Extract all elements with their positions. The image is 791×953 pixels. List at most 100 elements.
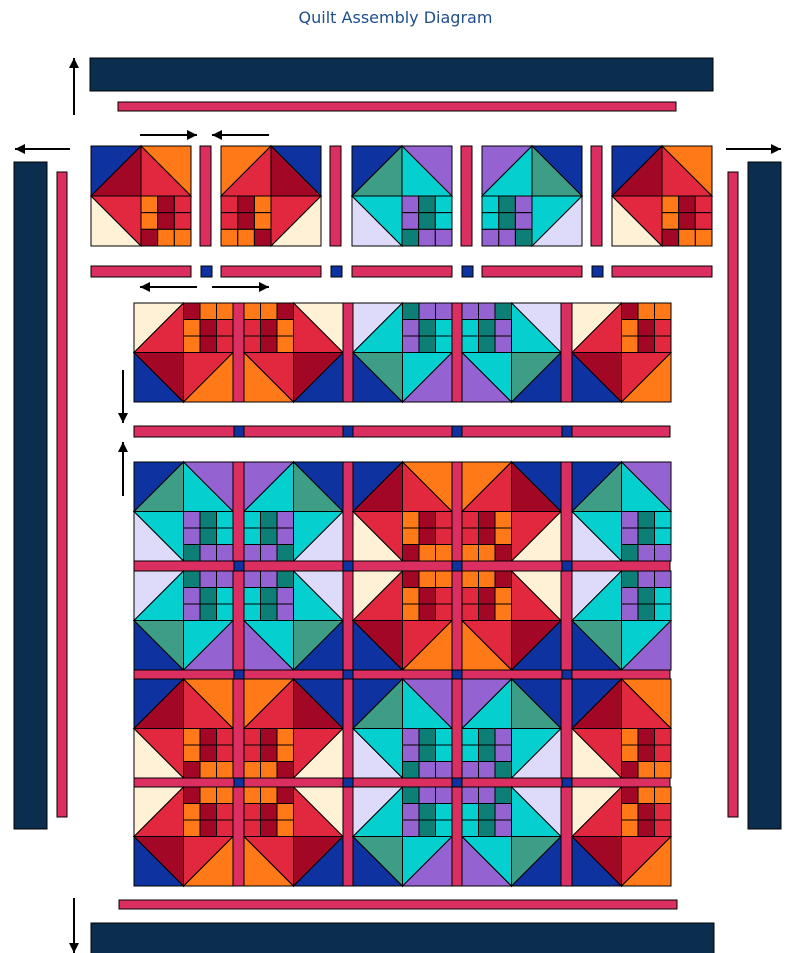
nine-patch-cell bbox=[403, 512, 420, 529]
nine-patch-cell bbox=[184, 545, 201, 562]
nine-patch-cell bbox=[200, 571, 217, 588]
nine-patch-cell bbox=[655, 762, 672, 779]
nine-patch-cell bbox=[462, 571, 479, 588]
nine-patch-cell bbox=[261, 745, 278, 762]
nine-patch-cell bbox=[184, 320, 201, 337]
nine-patch-cell bbox=[403, 588, 420, 605]
nine-patch-cell bbox=[261, 604, 278, 621]
sashing-strip bbox=[343, 679, 353, 778]
nine-patch-cell bbox=[184, 588, 201, 605]
cornerstone bbox=[234, 561, 244, 571]
block-main-r2-c3 bbox=[353, 571, 452, 670]
arrow-head bbox=[15, 144, 25, 154]
arrow-head bbox=[187, 130, 197, 140]
nine-patch-cell bbox=[638, 729, 655, 746]
nine-patch-cell bbox=[495, 588, 512, 605]
nine-patch-cell bbox=[200, 762, 217, 779]
nine-patch-cell bbox=[261, 588, 278, 605]
nine-patch-cell bbox=[419, 804, 436, 821]
nine-patch-cell bbox=[638, 604, 655, 621]
arrow-down-bottom-border bbox=[69, 898, 79, 953]
nine-patch-cell bbox=[403, 745, 420, 762]
nine-patch-cell bbox=[622, 512, 639, 529]
nine-patch-cell bbox=[462, 804, 479, 821]
nine-patch-cell bbox=[261, 303, 278, 320]
sashing-strip bbox=[343, 787, 353, 886]
block-top-row-4 bbox=[482, 146, 582, 246]
nine-patch-cell bbox=[277, 745, 294, 762]
cornerstone bbox=[201, 266, 212, 277]
nine-patch-cell bbox=[184, 604, 201, 621]
nine-patch-cell bbox=[515, 196, 532, 213]
nine-patch-cell bbox=[495, 528, 512, 545]
nine-patch-cell bbox=[403, 820, 420, 837]
nine-patch-cell bbox=[679, 213, 696, 230]
nine-patch-cell bbox=[419, 588, 436, 605]
nine-patch-cell bbox=[495, 336, 512, 353]
nine-patch-cell bbox=[403, 336, 420, 353]
nine-patch-cell bbox=[462, 512, 479, 529]
nine-patch-cell bbox=[655, 787, 672, 804]
nine-patch-cell bbox=[436, 588, 453, 605]
nine-patch-cell bbox=[495, 820, 512, 837]
block-main-r4-c5 bbox=[572, 787, 671, 886]
sashing-strip bbox=[233, 462, 244, 561]
nine-patch-cell bbox=[479, 528, 496, 545]
block-second-row-2 bbox=[244, 303, 343, 402]
nine-patch-cell bbox=[277, 820, 294, 837]
block-main-r4-c2 bbox=[244, 787, 343, 886]
nine-patch-cell bbox=[419, 336, 436, 353]
nine-patch-cell bbox=[495, 729, 512, 746]
nine-patch-cell bbox=[436, 320, 453, 337]
right-outer-border bbox=[748, 162, 781, 829]
cornerstone bbox=[452, 670, 462, 679]
nine-patch-cell bbox=[479, 320, 496, 337]
block-main-r1-c4 bbox=[462, 462, 561, 561]
sashing-row bbox=[134, 670, 670, 679]
nine-patch-cell bbox=[217, 336, 234, 353]
nine-patch-cell bbox=[244, 804, 261, 821]
nine-patch-cell bbox=[499, 213, 516, 230]
nine-patch-cell bbox=[638, 745, 655, 762]
cornerstone bbox=[343, 561, 353, 571]
nine-patch-cell bbox=[174, 213, 191, 230]
nine-patch-cell bbox=[141, 213, 158, 230]
cornerstone bbox=[343, 778, 353, 787]
nine-patch-cell bbox=[403, 762, 420, 779]
nine-patch-cell bbox=[244, 303, 261, 320]
arrow-head bbox=[771, 144, 781, 154]
nine-patch-cell bbox=[403, 303, 420, 320]
nine-patch-cell bbox=[261, 545, 278, 562]
nine-patch-cell bbox=[217, 762, 234, 779]
nine-patch-cell bbox=[174, 229, 191, 246]
nine-patch-cell bbox=[217, 512, 234, 529]
nine-patch-cell bbox=[217, 303, 234, 320]
nine-patch-cell bbox=[622, 762, 639, 779]
nine-patch-cell bbox=[244, 588, 261, 605]
sashing-strip bbox=[561, 571, 572, 670]
nine-patch-cell bbox=[277, 762, 294, 779]
nine-patch-cell bbox=[638, 820, 655, 837]
nine-patch-cell bbox=[141, 196, 158, 213]
nine-patch-cell bbox=[462, 820, 479, 837]
nine-patch-cell bbox=[277, 571, 294, 588]
arrow-left-border bbox=[15, 144, 70, 154]
nine-patch-cell bbox=[277, 604, 294, 621]
nine-patch-cell bbox=[200, 528, 217, 545]
nine-patch-cell bbox=[419, 729, 436, 746]
nine-patch-cell bbox=[638, 545, 655, 562]
nine-patch-cell bbox=[435, 213, 452, 230]
nine-patch-cell bbox=[158, 213, 175, 230]
cornerstone bbox=[234, 670, 244, 679]
nine-patch-cell bbox=[622, 804, 639, 821]
nine-patch-cell bbox=[244, 820, 261, 837]
nine-patch-cell bbox=[244, 545, 261, 562]
nine-patch-cell bbox=[244, 336, 261, 353]
nine-patch-cell bbox=[462, 762, 479, 779]
sashing-strip bbox=[343, 462, 353, 561]
nine-patch-cell bbox=[436, 762, 453, 779]
cornerstone bbox=[343, 670, 353, 679]
nine-patch-cell bbox=[184, 820, 201, 837]
nine-patch-cell bbox=[261, 787, 278, 804]
nine-patch-cell bbox=[217, 729, 234, 746]
